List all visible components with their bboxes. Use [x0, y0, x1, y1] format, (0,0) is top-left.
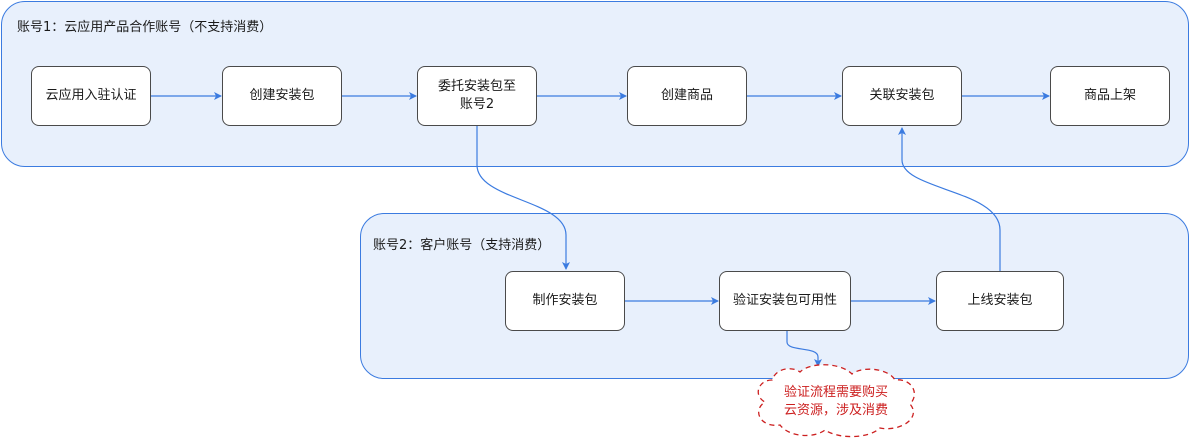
- account1-label: 账号1：云应用产品合作账号（不支持消费）: [17, 20, 273, 35]
- node-create-package-1[interactable]: 创建安装包: [222, 66, 342, 126]
- account2-label: 账号2：客户账号（支持消费）: [373, 238, 551, 253]
- node-publish-package[interactable]: 上线安装包: [936, 271, 1064, 331]
- node-link-package[interactable]: 关联安装包: [842, 66, 962, 126]
- node-product-listing[interactable]: 商品上架: [1050, 66, 1170, 126]
- node-create-product[interactable]: 创建商品: [627, 66, 747, 126]
- node-cloud-app-onboarding[interactable]: 云应用入驻认证: [31, 66, 151, 126]
- node-make-package[interactable]: 制作安装包: [505, 271, 625, 331]
- node-verify-package[interactable]: 验证安装包可用性: [719, 271, 851, 331]
- node-delegate-package[interactable]: 委托安装包至 账号2: [417, 66, 537, 126]
- note-text: 验证流程需要购买 云资源，涉及消费: [783, 385, 888, 418]
